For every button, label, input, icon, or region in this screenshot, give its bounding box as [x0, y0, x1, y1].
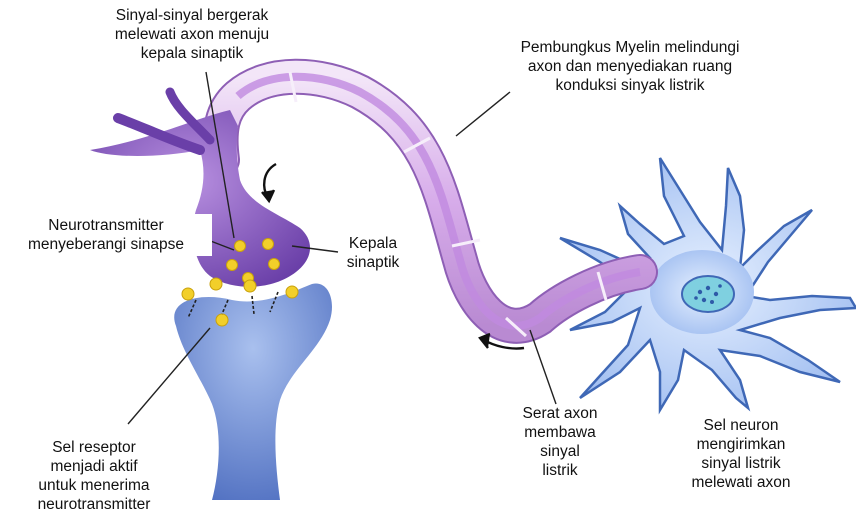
label-line: untuk menerima — [4, 476, 184, 495]
nucleus — [682, 276, 734, 312]
label-line: kepala sinaptik — [72, 44, 312, 63]
label-line: Serat axon — [500, 404, 620, 423]
label-line: membawa — [500, 423, 620, 442]
label-line: Sinyal-sinyal bergerak — [72, 6, 312, 25]
label-line: listrik — [500, 461, 620, 480]
label-line: axon dan menyediakan ruang — [480, 57, 780, 76]
label-line: Pembungkus Myelin melindungi — [480, 38, 780, 57]
label-line: melewati axon — [666, 473, 816, 492]
label-line: Neurotransmitter — [0, 216, 212, 235]
axon-core — [238, 77, 640, 326]
receptor-cell — [174, 283, 332, 500]
label-line: mengirimkan — [666, 435, 816, 454]
label-line: sinyal — [500, 442, 620, 461]
label-neurotransmitter: Neurotransmitter menyeberangi sinapse — [0, 214, 212, 256]
label-neuron: Sel neuron mengirimkan sinyal listrik me… — [666, 416, 816, 492]
label-line: menjadi aktif — [4, 457, 184, 476]
label-line: Sel neuron — [666, 416, 816, 435]
label-line: sinyal listrik — [666, 454, 816, 473]
synaptic-terminal — [90, 92, 310, 287]
label-line: melewati axon menuju — [72, 25, 312, 44]
label-synaptic-head: Kepala sinaptik — [328, 234, 418, 272]
label-line: menyeberangi sinapse — [0, 235, 212, 254]
label-line: neurotransmitter — [4, 495, 184, 514]
label-line: sinaptik — [328, 253, 418, 272]
label-myelin: Pembungkus Myelin melindungi axon dan me… — [480, 38, 780, 95]
label-line: konduksi sinyak listrik — [480, 76, 780, 95]
label-receptor: Sel reseptor menjadi aktif untuk menerim… — [4, 438, 184, 514]
label-line: Sel reseptor — [4, 438, 184, 457]
label-axon-fiber: Serat axon membawa sinyal listrik — [500, 404, 620, 480]
label-signals-travel: Sinyal-sinyal bergerak melewati axon men… — [72, 6, 312, 63]
label-line: Kepala — [328, 234, 418, 253]
